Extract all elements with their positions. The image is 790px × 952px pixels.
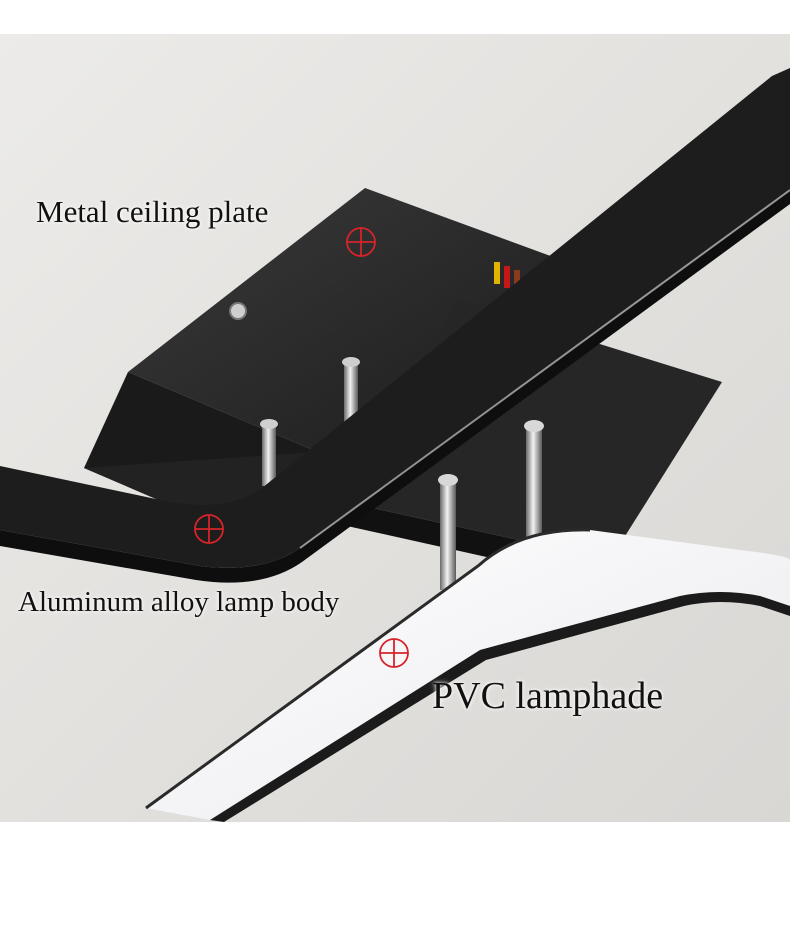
pvc-lampshade (145, 528, 790, 822)
label-pvc-lampshade: PVC lamphade (432, 675, 664, 717)
label-metal-ceiling-plate: Metal ceiling plate (36, 194, 269, 229)
aluminum-lamp-body (0, 68, 790, 583)
screw-icon (229, 302, 247, 320)
suspension-rods (260, 357, 544, 590)
marker-plate-crosshair-icon (346, 227, 376, 257)
marker-body-crosshair-icon (194, 514, 224, 544)
label-aluminum-lamp-body: Aluminum alloy lamp body (18, 586, 340, 618)
marker-shade-crosshair-icon (379, 638, 409, 668)
